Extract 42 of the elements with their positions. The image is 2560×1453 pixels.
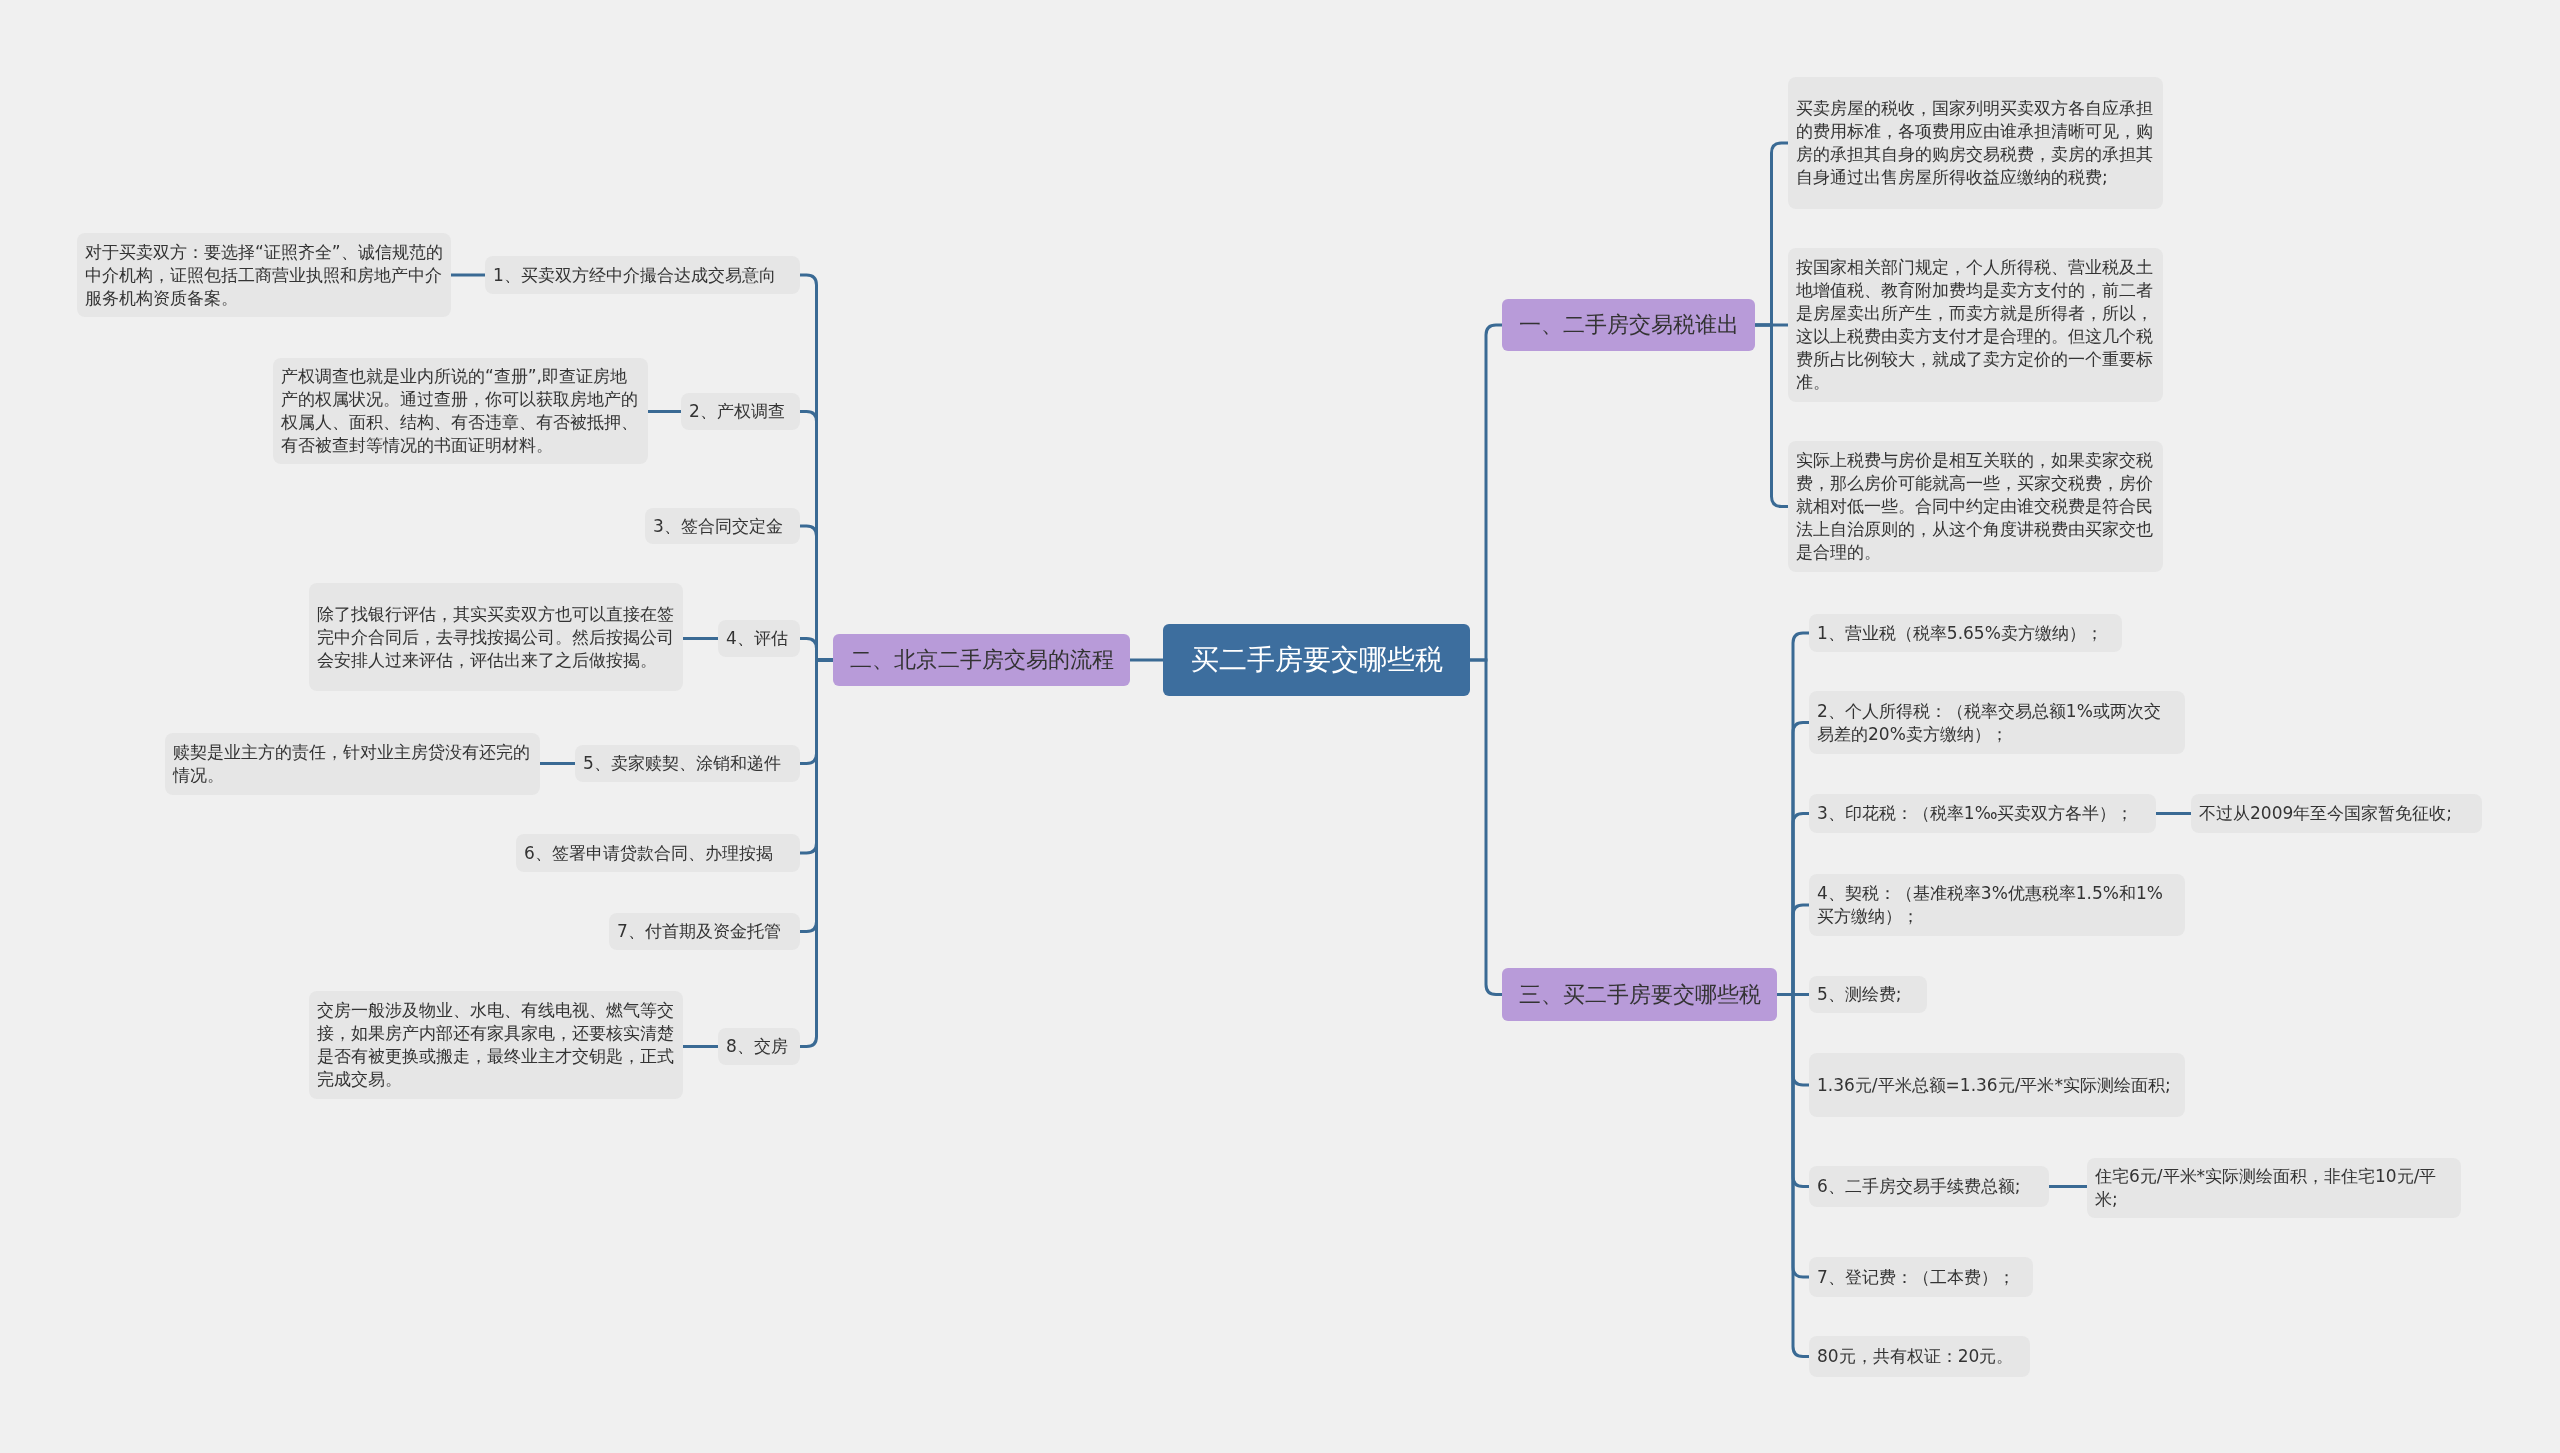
branch-topic-box: 一、二手房交易税谁出	[1502, 299, 1755, 351]
subtopic-box: 除了找银行评估，其实买卖双方也可以直接在签完中介合同后，去寻找按揭公司。然后按揭公司会安排人过来评估，评估出来了之后做按揭。	[309, 583, 683, 691]
subtopic-box: 6、二手房交易手续费总额;	[1809, 1166, 2049, 1207]
subtopic-box: 实际上税费与房价是相互关联的，如果卖家交税费，那么房价可能就高一些，买家交税费，房价就相对低一些。合同中约定由谁交税费是符合民法上自治原则的，从这个角度讲税费由买家交也是合理的。	[1788, 441, 2163, 572]
subtopic-box: 对于买卖双方：要选择“证照齐全”、诚信规范的中介机构，证照包括工商营业执照和房地产中介服务机构资质备案。	[77, 233, 451, 317]
connector-line	[540, 762, 575, 765]
connector-line	[1777, 993, 1809, 1358]
connector-line	[1130, 658, 1163, 662]
subtopic-box: 1.36元/平米总额=1.36元/平米*实际测绘面积;	[1809, 1053, 2185, 1117]
subtopic-box: 1、营业税（税率5.65%卖方缴纳）；	[1809, 614, 2122, 652]
subtopic-box: 1、买卖双方经中介撮合达成交易意向	[485, 256, 800, 294]
subtopic-box: 按国家相关部门规定，个人所得税、营业税及土地增值税、教育附加费均是卖方支付的，前二者是房屋卖出所产生，而卖方就是所得者，所以，这以上税费由卖方支付才是合理的。但这几个税费所占比例较大，就成了卖方定价的一个重要标准。	[1788, 248, 2163, 402]
connector-line	[683, 1045, 718, 1048]
subtopic-box: 5、卖家赎契、涂销和递件	[575, 745, 800, 782]
branch-topic-box: 三、买二手房要交哪些税	[1502, 968, 1777, 1021]
subtopic-box: 5、测绘费;	[1809, 976, 1927, 1013]
subtopic-box: 赎契是业主方的责任，针对业主房贷没有还完的情况。	[165, 733, 540, 795]
connector-line	[2156, 812, 2191, 815]
central-topic-box: 买二手房要交哪些税	[1163, 624, 1470, 696]
subtopic-box: 3、签合同交定金	[645, 508, 800, 544]
subtopic-box: 住宅6元/平米*实际测绘面积，非住宅10元/平米;	[2087, 1158, 2461, 1218]
subtopic-box: 7、登记费：（工本费）；	[1809, 1257, 2033, 1297]
subtopic-box: 6、签署申请贷款合同、办理按揭	[516, 834, 800, 872]
subtopic-box: 买卖房屋的税收，国家列明买卖双方各自应承担的费用标准，各项费用应由谁承担清晰可见，购房的承担其自身的购房交易税费，卖房的承担其自身通过出售房屋所得收益应缴纳的税费;	[1788, 77, 2163, 209]
connector-line	[451, 273, 485, 277]
subtopic-box: 不过从2009年至今国家暂免征收;	[2191, 794, 2482, 833]
subtopic-box: 产权调查也就是业内所说的“查册”,即查证房地产的权属状况。通过查册，你可以获取房地产的权属人、面积、结构、有否违章、有否被抵押、有否被查封等情况的书面证明材料。	[273, 358, 648, 464]
subtopic-box: 80元，共有权证：20元。	[1809, 1336, 2030, 1377]
subtopic-box: 3、印花税：（税率1‰买卖双方各半）；	[1809, 794, 2156, 833]
connector-line	[1470, 658, 1502, 996]
connector-line	[1755, 323, 1788, 508]
subtopic-box: 交房一般涉及物业、水电、有线电视、燃气等交接，如果房产内部还有家具家电，还要核实清楚是否有被更换或搬走，最终业主才交钥匙，正式完成交易。	[309, 991, 683, 1099]
subtopic-box: 8、交房	[718, 1028, 800, 1065]
connector-line	[683, 637, 718, 640]
subtopic-box: 7、付首期及资金托管	[609, 913, 800, 950]
subtopic-box: 4、评估	[718, 620, 800, 657]
subtopic-box: 4、契税：（基准税率3%优惠税率1.5%和1%买方缴纳）；	[1809, 874, 2185, 936]
subtopic-box: 2、个人所得税：（税率交易总额1%或两次交易差的20%卖方缴纳）；	[1809, 691, 2185, 754]
connector-line	[2049, 1185, 2087, 1188]
connector-line	[648, 410, 681, 413]
subtopic-box: 2、产权调查	[681, 393, 800, 430]
branch-topic-box: 二、北京二手房交易的流程	[833, 634, 1130, 686]
